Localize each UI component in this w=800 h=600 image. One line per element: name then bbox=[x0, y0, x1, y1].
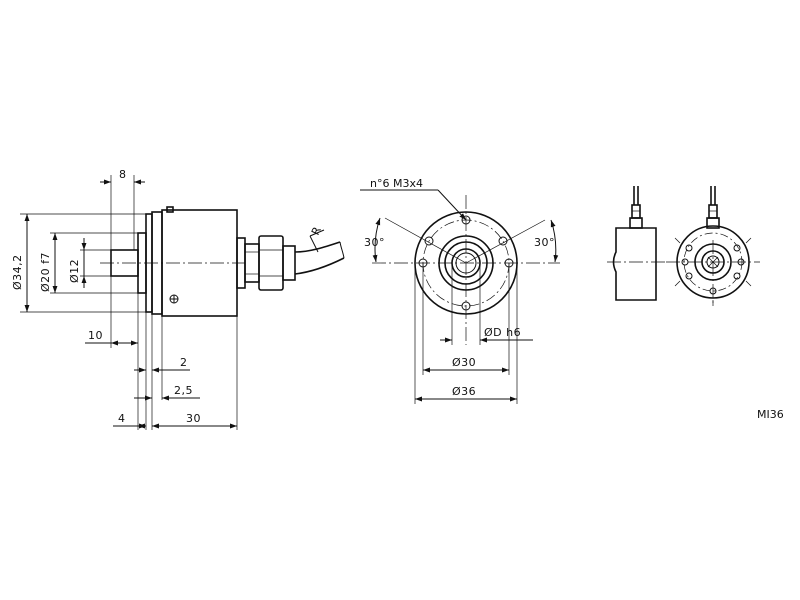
spigot-circle bbox=[438, 235, 494, 291]
dim-10: 10 bbox=[88, 329, 103, 342]
gland-nut bbox=[244, 243, 260, 283]
mounting-hole bbox=[461, 301, 471, 311]
dim-dh6: ØD h6 bbox=[484, 326, 521, 339]
front-view: n°6 M3x4 30° 30° ØD h6 Ø30 Ø36 bbox=[360, 177, 560, 404]
variant-front-view bbox=[666, 186, 760, 306]
mounting-hole bbox=[424, 236, 434, 246]
bearing-circle bbox=[444, 241, 488, 285]
dim-d36: Ø36 bbox=[452, 385, 476, 398]
dim-2-5: 2,5 bbox=[174, 384, 193, 397]
side-view: R Ø34,2 Ø20 f7 Ø12 8 10 bbox=[11, 168, 345, 430]
variant-shaft bbox=[701, 250, 725, 274]
variant-spigot bbox=[694, 243, 732, 281]
housing-notch bbox=[166, 206, 174, 213]
dim-d30: Ø30 bbox=[452, 356, 476, 369]
dim-4: 4 bbox=[118, 412, 126, 425]
dim-d34-2: Ø34,2 bbox=[11, 254, 24, 290]
mounting-hole bbox=[461, 215, 471, 225]
variant-side-view bbox=[607, 186, 665, 301]
shaft-inner-circle bbox=[455, 252, 477, 274]
dim-8: 8 bbox=[119, 168, 127, 181]
gland-cap bbox=[282, 245, 296, 281]
variant-flange bbox=[676, 225, 750, 299]
dim-d20-f7: Ø20 f7 bbox=[39, 252, 52, 292]
dim-2: 2 bbox=[180, 356, 188, 369]
variant-gland bbox=[629, 217, 643, 229]
hole-callout: n°6 M3x4 bbox=[370, 177, 423, 190]
variant-gland-nut bbox=[631, 204, 641, 219]
dim-d12: Ø12 bbox=[68, 259, 81, 283]
dim-30-length: 30 bbox=[186, 412, 201, 425]
gland-hex bbox=[258, 235, 284, 291]
variant-housing bbox=[612, 227, 657, 301]
angle-left: 30° bbox=[364, 236, 385, 249]
angle-right: 30° bbox=[534, 236, 555, 249]
drawing-code: MI36 bbox=[757, 408, 784, 421]
cable-top bbox=[294, 241, 341, 253]
cable-bottom bbox=[294, 257, 345, 275]
